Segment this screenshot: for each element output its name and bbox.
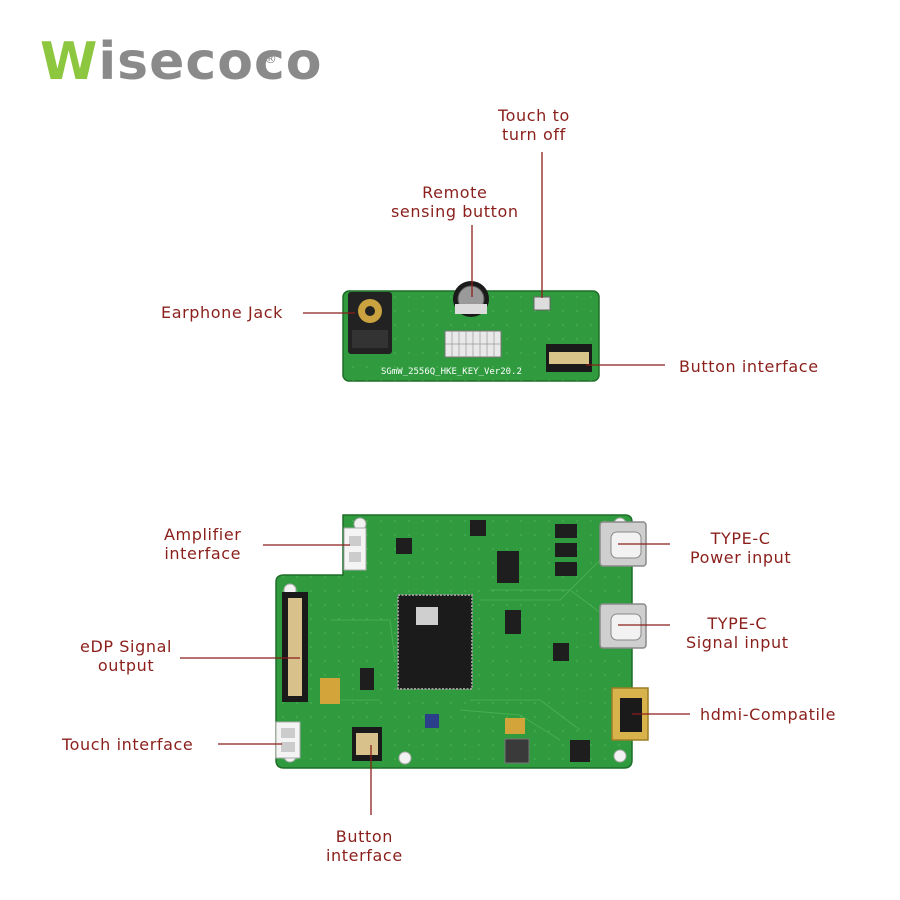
silk-label: SGmW_2556Q_HKE_KEY_Ver20.2 <box>381 367 522 377</box>
registered-mark: ® <box>264 52 278 67</box>
remote-sensing-button <box>453 281 489 317</box>
label-earphone-jack: Earphone Jack <box>161 303 284 322</box>
touch-connector <box>275 721 301 759</box>
label-touch-interface: Touch interface <box>62 735 194 754</box>
logo-letter-w: W <box>40 32 99 92</box>
key-board: SGmW_2556Q_HKE_KEY_Ver20.2 <box>342 281 600 382</box>
amplifier-connector <box>343 527 367 571</box>
label-button-interface-top: Button interface <box>679 357 819 376</box>
label-hdmi-compatible: hdmi-Compatile <box>700 705 837 724</box>
brand-logo: Wisecoco ® <box>40 32 323 92</box>
main-board <box>275 514 649 769</box>
logo-text: isecoco <box>98 32 323 92</box>
callout-lines <box>180 152 690 815</box>
touch-off-switch <box>533 296 551 311</box>
